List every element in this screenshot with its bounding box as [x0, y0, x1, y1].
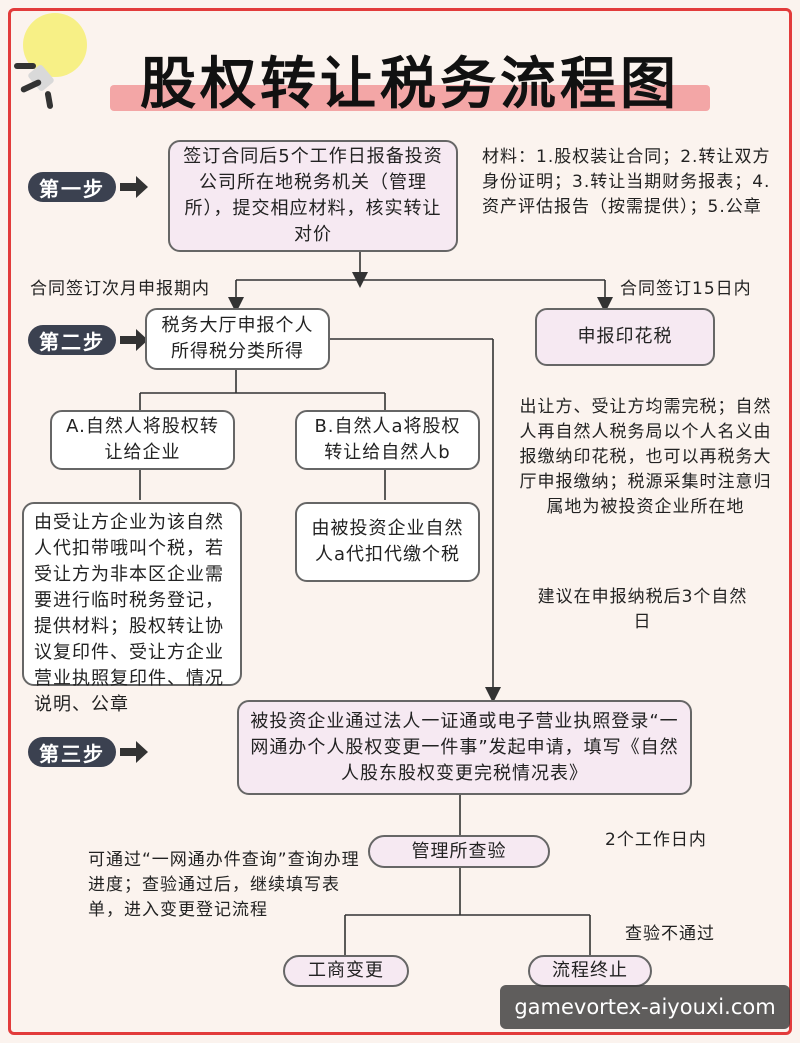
option-b-detail-box: 由被投资企业自然人a代扣代缴个税	[295, 502, 480, 582]
business-change-box: 工商变更	[283, 955, 409, 987]
title-highlight	[110, 85, 710, 111]
arrow-right-icon	[120, 741, 148, 763]
option-a-detail-box: 由受让方企业为该自然人代扣带哦叫个税，若受让方为非本区企业需要进行临时税务登记，…	[22, 502, 242, 715]
step1-report-box: 签订合同后5个工作日报备投资公司所在地税务机关（管理所），提交相应材料，核实转让…	[168, 140, 458, 252]
income-tax-box: 税务大厅申报个人所得税分类所得	[145, 308, 330, 370]
option-a-box: A.自然人将股权转让给企业	[50, 410, 235, 470]
lightbulb-icon	[14, 13, 87, 109]
page-frame	[8, 8, 792, 1035]
inspection-box: 管理所查验	[368, 835, 550, 868]
stamp-tax-box: 申报印花税	[535, 308, 715, 366]
suggestion-note: 建议在申报纳税后3个自然日	[537, 587, 748, 632]
arrow-right-icon	[120, 176, 148, 198]
page-title: 股权转让税务流程图	[140, 52, 680, 117]
branch-label-right: 合同签订15日内	[620, 279, 752, 299]
title-area: 股权转让税务流程图	[110, 55, 710, 115]
branch-label-left: 合同签订次月申报期内	[30, 279, 210, 299]
inspection-days-note: 2个工作日内	[605, 830, 707, 850]
watermark: gamevortex-aiyouxi.com	[500, 985, 790, 1029]
inspection-fail-label: 查验不通过	[625, 924, 715, 944]
option-b-box: B.自然人a将股权转让给自然人b	[295, 410, 480, 470]
process-terminate-box: 流程终止	[528, 955, 652, 987]
step3-badge: 第三步	[28, 737, 116, 767]
step1-badge: 第一步	[28, 172, 116, 202]
query-progress-note: 可通过“一网通办件查询”查询办理进度；查验通过后，继续填写表单，进入变更登记流程	[88, 850, 360, 920]
step2-badge: 第二步	[28, 325, 116, 355]
step3-application-box: 被投资企业通过法人一证通或电子营业执照登录“一网通办个人股权变更一件事”发起申请…	[237, 700, 692, 795]
arrow-right-icon	[120, 329, 148, 351]
step1-materials-note: 材料：1.股权装让合同；2.转让双方身份证明；3.转让当期财务报表；4.资产评估…	[482, 147, 771, 217]
stamp-tax-note: 出让方、受让方均需完税；自然人再自然人税务局以个人名义由报缴纳印花税，也可以再税…	[519, 397, 772, 517]
